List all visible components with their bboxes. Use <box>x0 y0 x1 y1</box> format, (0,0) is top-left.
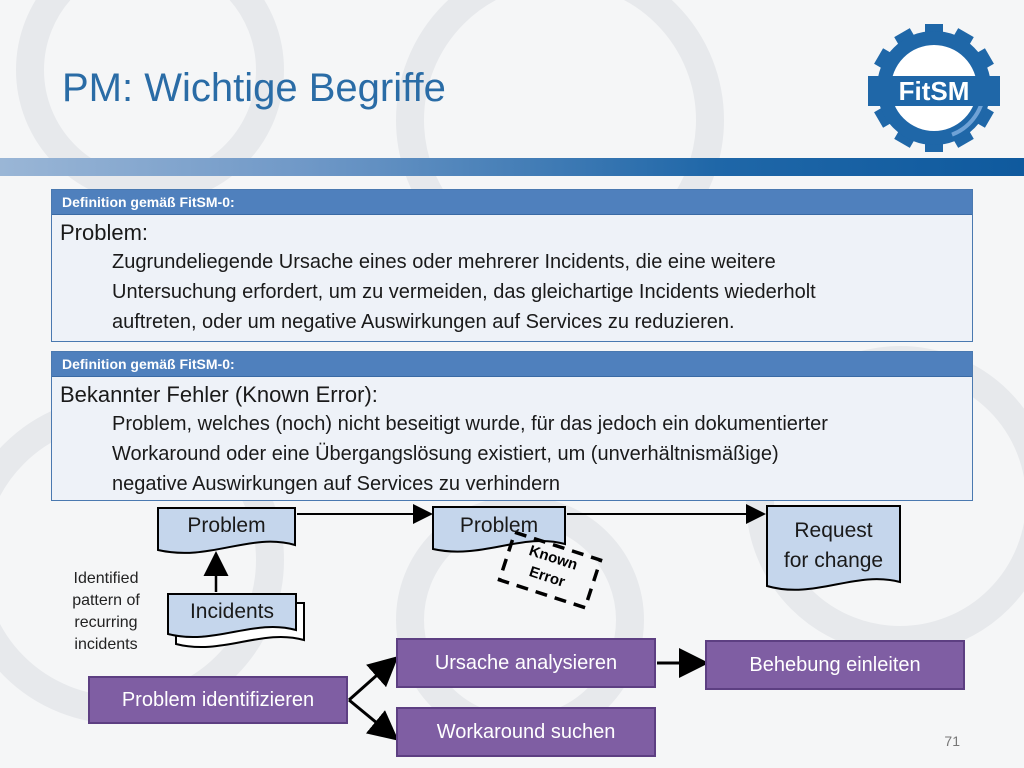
definition-line: Untersuchung erfordert, um zu vermeiden,… <box>112 281 816 303</box>
known-error-box <box>497 530 603 610</box>
incidents-document-label: Incidents <box>189 600 275 623</box>
definition-line: Zugrundeliegende Ursache eines oder mehr… <box>112 251 776 273</box>
rfc-document-shape <box>766 505 901 591</box>
note-line: recurring <box>74 614 138 631</box>
definition-line: Workaround oder eine Übergangslösung exi… <box>112 443 779 465</box>
definition-line: Problem, welches (noch) nicht beseitigt … <box>112 413 828 435</box>
logo-text: FitSM <box>868 76 1000 106</box>
note-line: pattern of <box>72 592 140 609</box>
definition-term: Bekannter Fehler (Known Error): <box>60 382 378 407</box>
rfc-document-label: Request for change <box>767 516 900 576</box>
problem-document-2-shape <box>432 506 566 553</box>
process-problem-identifizieren: Problem identifizieren <box>88 676 348 724</box>
note-line: incidents <box>74 636 138 653</box>
incidents-pattern-note: Identified pattern of recurring incident… <box>58 568 154 656</box>
definition-line: auftreten, oder um negative Auswirkungen… <box>112 311 735 333</box>
problem-document-2-label: Problem <box>459 514 539 537</box>
rfc-line: for change <box>783 549 884 572</box>
process-ursache-analysieren: Ursache analysieren <box>396 638 656 688</box>
problem-document-shape <box>157 507 296 554</box>
page-title: PM: Wichtige Begriffe <box>62 66 446 110</box>
definition-header: Definition gemäß FitSM-0: <box>52 190 972 215</box>
process-behebung-einleiten: Behebung einleiten <box>705 640 965 690</box>
fitsm-logo: FitSM <box>868 22 1000 154</box>
definition-line: negative Auswirkungen auf Services zu ve… <box>112 473 561 495</box>
arrow-identify-to-analyze <box>348 656 399 702</box>
definition-box-problem: Definition gemäß FitSM-0: Problem: Zugru… <box>51 189 973 342</box>
header-divider-bar <box>0 158 1024 176</box>
incidents-document-front <box>167 593 297 639</box>
definition-header: Definition gemäß FitSM-0: <box>52 352 972 377</box>
process-workaround-suchen: Workaround suchen <box>396 707 656 757</box>
arrow-identify-to-workaround <box>348 698 399 741</box>
note-line: Identified <box>73 570 139 587</box>
rfc-line: Request <box>794 519 873 542</box>
definition-box-known-error: Definition gemäß FitSM-0: Bekannter Fehl… <box>51 351 973 501</box>
definition-term: Problem: <box>60 220 149 245</box>
page-number: 71 <box>944 733 960 749</box>
problem-document-label: Problem <box>187 514 266 537</box>
